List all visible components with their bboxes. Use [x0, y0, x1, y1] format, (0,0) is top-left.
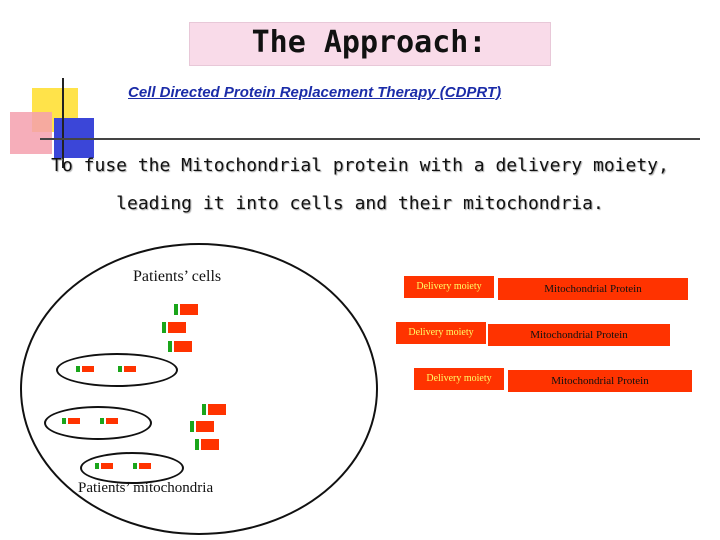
cytoplasm-fusion-protein-glyph	[202, 404, 228, 415]
decor-vertical-line	[62, 78, 64, 168]
delivery-moiety-bar-3: Delivery moiety	[414, 368, 504, 390]
delivery-moiety-bar-2: Delivery moiety	[396, 322, 486, 344]
mitochondrial-protein-bar-1: Mitochondrial Protein	[498, 278, 688, 300]
patients-cells-label: Patients’ cells	[133, 268, 222, 285]
mitochondrial-fusion-protein-glyph	[100, 418, 120, 424]
main-statement-line-2: leading it into cells and their mitochon…	[116, 193, 604, 214]
mitochondrial-fusion-protein-glyph	[76, 366, 96, 372]
mitochondrial-fusion-protein-glyph	[133, 463, 153, 469]
cytoplasm-fusion-protein-glyph	[195, 439, 221, 450]
mitochondrial-protein-bar-2: Mitochondrial Protein	[488, 324, 670, 346]
cytoplasm-fusion-protein-glyph	[168, 341, 194, 352]
mitochondrial-protein-bar-3: Mitochondrial Protein	[508, 370, 692, 392]
patient-cell-circle	[20, 243, 378, 535]
main-statement-line-1: To fuse the Mitochondrial protein with a…	[51, 155, 669, 176]
slide-title: The Approach:	[251, 25, 487, 60]
cytoplasm-fusion-protein-glyph	[162, 322, 188, 333]
cytoplasm-fusion-protein-glyph	[190, 421, 216, 432]
cytoplasm-fusion-protein-glyph	[174, 304, 200, 315]
mitochondrion-3	[80, 452, 184, 484]
mitochondrion-1	[56, 353, 178, 387]
slide-subtitle: Cell Directed Protein Replacement Therap…	[128, 84, 502, 101]
decor-pink-square	[10, 112, 52, 154]
title-background	[189, 22, 551, 66]
mitochondrial-fusion-protein-glyph	[62, 418, 82, 424]
delivery-moiety-bar-1: Delivery moiety	[404, 276, 494, 298]
mitochondrion-2	[44, 406, 152, 440]
decor-horizontal-line	[40, 138, 700, 140]
mitochondrial-fusion-protein-glyph	[95, 463, 115, 469]
patients-mitochondria-label: Patients’ mitochondria	[78, 480, 214, 496]
mitochondrial-fusion-protein-glyph	[118, 366, 138, 372]
